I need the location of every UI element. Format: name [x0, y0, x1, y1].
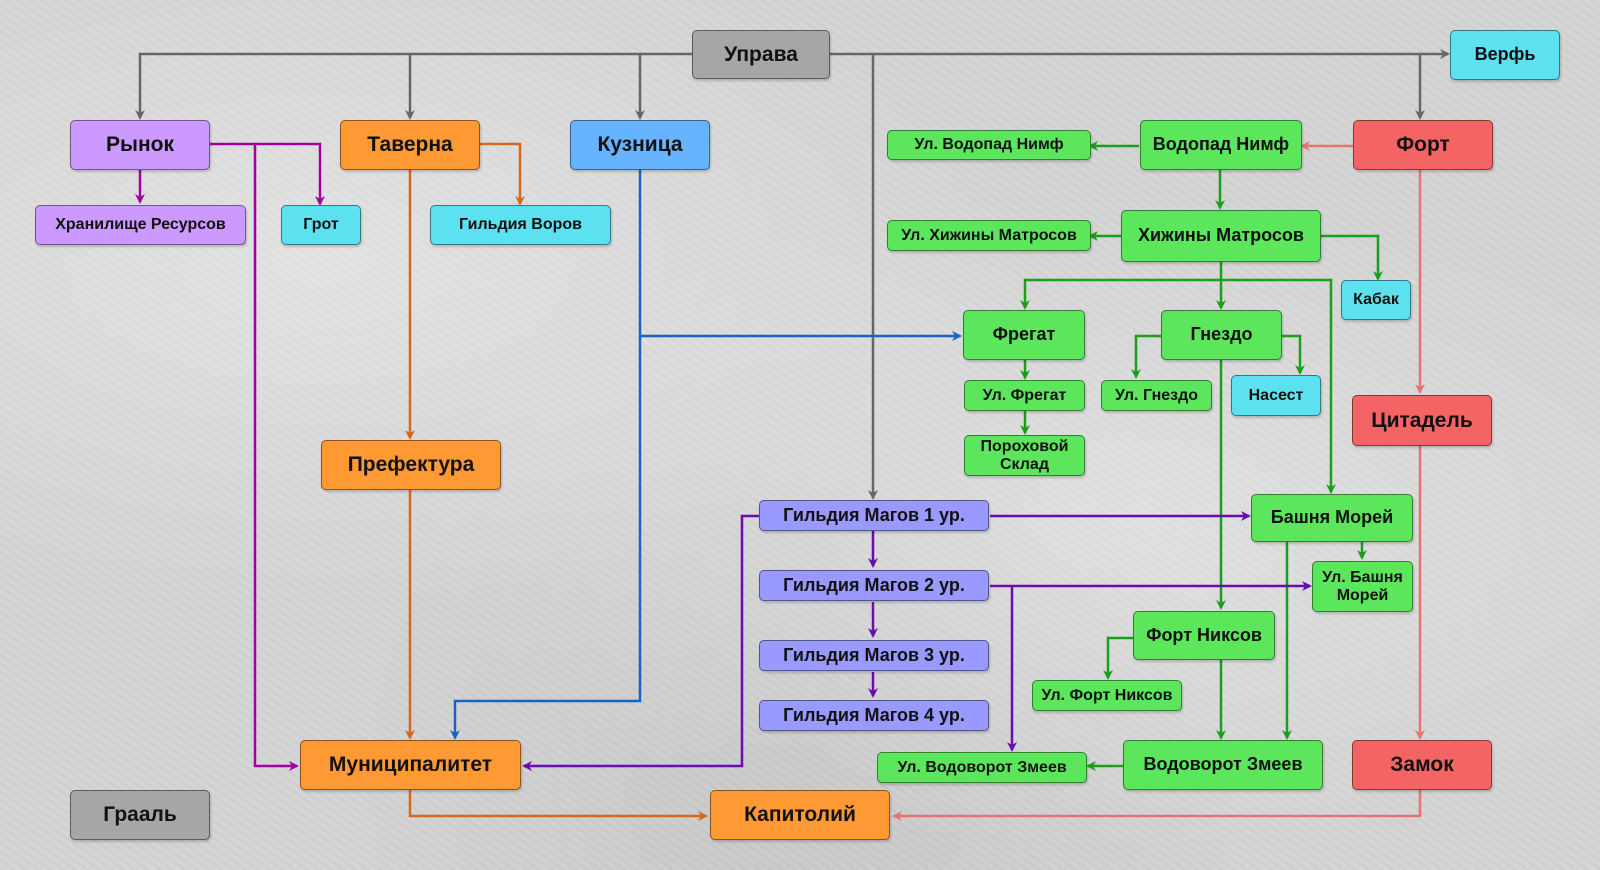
edge-fort-niksov-ul — [1103, 636, 1133, 680]
node-prefektura[interactable]: Префектура — [321, 440, 501, 490]
edge-hizhiny-fregat — [1020, 262, 1223, 310]
node-taverna[interactable]: Таверна — [340, 120, 480, 170]
edge-taverna-gildiya-vorov — [480, 142, 525, 206]
node-hizhiny[interactable]: Хижины Матросов — [1121, 210, 1321, 262]
node-verf[interactable]: Верфь — [1450, 30, 1560, 80]
edge-rynok-grot — [210, 142, 325, 206]
node-ul-hizhiny[interactable]: Ул. Хижины Матросов — [887, 220, 1091, 251]
node-vodovorot[interactable]: Водоворот Змеев — [1123, 740, 1323, 790]
edge-rynok-municipalitet — [253, 144, 299, 771]
node-ul-gnezdo[interactable]: Ул. Гнездо — [1101, 380, 1212, 411]
node-fort-niksov[interactable]: Форт Никсов — [1133, 611, 1275, 660]
edge-hizhiny-bashnya — [1221, 278, 1336, 494]
node-mag3[interactable]: Гильдия Магов 3 ур. — [759, 640, 989, 671]
node-kabak[interactable]: Кабак — [1341, 280, 1411, 320]
edge-municipalitet-kapitoliy — [408, 788, 708, 821]
node-municipalitet[interactable]: Муниципалитет — [300, 740, 521, 790]
node-mag1[interactable]: Гильдия Магов 1 ур. — [759, 500, 989, 531]
node-grot[interactable]: Грот — [281, 205, 361, 245]
edge-gnezdo-nasest — [1282, 334, 1305, 375]
edge-hizhiny-kabak — [1321, 234, 1383, 281]
edge-kuznica-fregat — [638, 168, 962, 341]
edge-uprava-rynok — [135, 52, 692, 120]
node-vodopad[interactable]: Водопад Нимф — [1140, 120, 1302, 170]
node-citadel[interactable]: Цитадель — [1352, 395, 1492, 446]
node-gnezdo[interactable]: Гнездо — [1161, 310, 1282, 360]
node-mag2[interactable]: Гильдия Магов 2 ур. — [759, 570, 989, 601]
node-porohovoy[interactable]: Пороховой Склад — [964, 435, 1085, 476]
node-ul-vodovorot[interactable]: Ул. Водоворот Змеев — [877, 752, 1087, 783]
node-kuznica[interactable]: Кузница — [570, 120, 710, 170]
node-ul-bashnya[interactable]: Ул. Башня Морей — [1312, 561, 1413, 612]
node-zamok[interactable]: Замок — [1352, 740, 1492, 790]
node-fort[interactable]: Форт — [1353, 120, 1493, 170]
edge-mag1-municipalitet — [522, 514, 759, 771]
node-ul-fregat[interactable]: Ул. Фрегат — [964, 380, 1085, 411]
edge-gnezdo-ul — [1131, 334, 1161, 379]
edge-zamok-kapitoliy — [892, 790, 1422, 821]
node-fregat[interactable]: Фрегат — [963, 310, 1085, 360]
node-graal[interactable]: Грааль — [70, 790, 210, 840]
node-rynok[interactable]: Рынок — [70, 120, 210, 170]
node-hranilishe[interactable]: Хранилище Ресурсов — [35, 205, 246, 245]
node-kapitoliy[interactable]: Капитолий — [710, 790, 890, 840]
node-mag4[interactable]: Гильдия Магов 4 ур. — [759, 700, 989, 731]
node-bashnya[interactable]: Башня Морей — [1251, 494, 1413, 542]
node-gildiya-vorov[interactable]: Гильдия Воров — [430, 205, 611, 245]
node-nasest[interactable]: Насест — [1231, 375, 1321, 416]
edge-kuznica-municipalitet — [450, 336, 642, 740]
node-uprava[interactable]: Управа — [692, 30, 830, 79]
node-ul-fort-niksov[interactable]: Ул. Форт Никсов — [1032, 680, 1182, 711]
node-ul-vodopad[interactable]: Ул. Водопад Нимф — [887, 130, 1091, 160]
